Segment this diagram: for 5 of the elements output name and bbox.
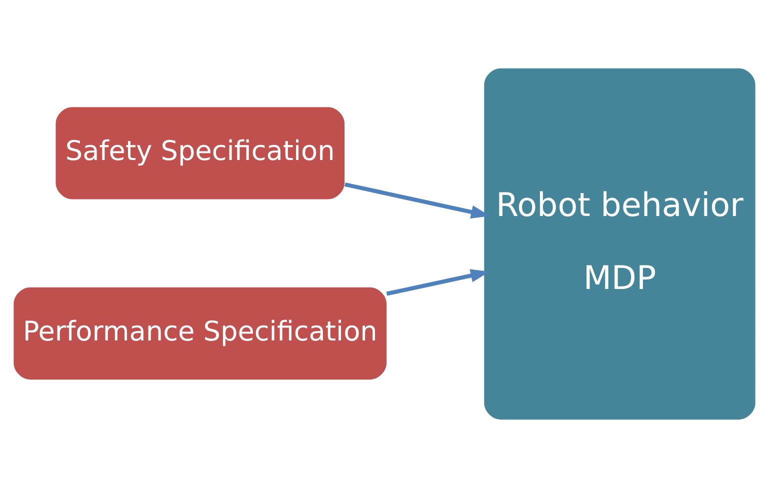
arrow bbox=[386, 269, 490, 296]
node-box: Performance Specification bbox=[14, 287, 387, 380]
arrow bbox=[344, 182, 490, 218]
node-box: Safety Specification bbox=[56, 107, 344, 200]
node-box: Robot behavior MDP bbox=[484, 68, 756, 420]
